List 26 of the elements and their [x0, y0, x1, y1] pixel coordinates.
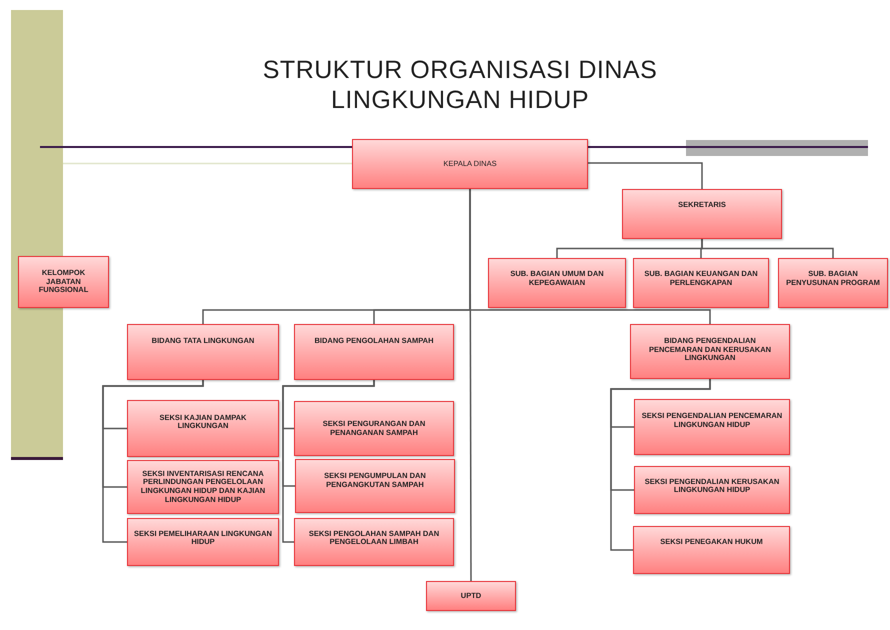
- chart-title: STRUKTUR ORGANISASI DINAS LINGKUNGAN HIDUP: [262, 55, 658, 115]
- org-box: [127, 518, 279, 566]
- connector-line: [282, 380, 375, 543]
- connector-line: [701, 239, 834, 258]
- org-box: [622, 189, 782, 239]
- org-box: [488, 258, 626, 308]
- org-box: [778, 258, 888, 308]
- org-box: [426, 581, 516, 611]
- org-box: [294, 401, 454, 456]
- org-box: [127, 324, 279, 380]
- org-box: [295, 459, 455, 513]
- connector-line: [102, 380, 204, 543]
- org-box: [127, 400, 279, 457]
- org-box: [352, 139, 588, 189]
- org-box: [18, 256, 109, 308]
- connector-line: [469, 189, 472, 581]
- org-box: [630, 324, 790, 379]
- connector-line: [588, 162, 703, 189]
- connector-line: [610, 379, 711, 551]
- org-box: [294, 518, 454, 566]
- org-box: [633, 258, 769, 308]
- org-box: [634, 399, 790, 455]
- org-box: [633, 526, 790, 574]
- org-box: [294, 324, 454, 380]
- org-box: [634, 466, 790, 514]
- org-box: [127, 460, 279, 514]
